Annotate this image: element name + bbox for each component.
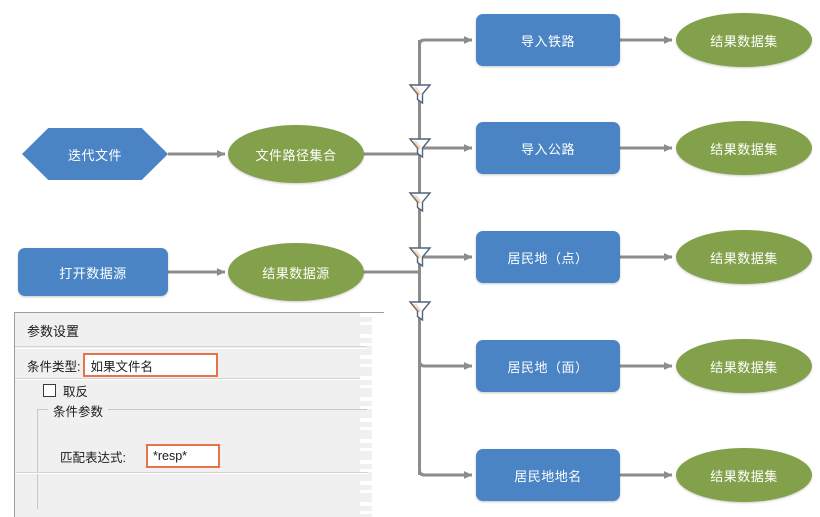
row-divider-light [15, 379, 367, 380]
node-result-dataset[interactable]: 结果数据集 [676, 13, 812, 67]
node-label: 居民地地名 [514, 468, 582, 484]
node-label: 结果数据集 [710, 468, 778, 484]
node-label: 文件路径集合 [255, 147, 337, 163]
panel-title: 参数设置 [27, 324, 80, 339]
node-open-datasource[interactable]: 打开数据源 [18, 248, 168, 296]
node-label: 结果数据集 [710, 141, 778, 157]
node-result-dataset[interactable]: 结果数据集 [676, 230, 812, 284]
node-result-dataset[interactable]: 结果数据集 [676, 121, 812, 175]
funnel-icon[interactable] [407, 299, 433, 323]
funnel-icon[interactable] [407, 82, 433, 106]
node-label: 结果数据集 [710, 250, 778, 266]
match-expression-input[interactable]: *resp* [145, 444, 220, 468]
funnel-icon[interactable] [407, 245, 433, 269]
node-residential-area[interactable]: 居民地（面） [476, 340, 620, 392]
row-divider-light [16, 473, 368, 474]
parameter-settings-panel: 参数设置 条件类型: 如果文件名 取反 条件参数 匹配表达式: *resp* [14, 312, 384, 517]
match-expression-label: 匹配表达式: [60, 450, 126, 465]
node-residential-point[interactable]: 居民地（点） [476, 231, 620, 283]
node-import-highway[interactable]: 导入公路 [476, 122, 620, 174]
node-label: 导入公路 [520, 141, 575, 157]
node-label: 结果数据源 [262, 265, 330, 281]
node-import-railway[interactable]: 导入铁路 [476, 14, 620, 66]
funnel-icon[interactable] [407, 136, 433, 160]
condition-type-input[interactable]: 如果文件名 [83, 353, 219, 377]
node-label: 迭代文件 [67, 147, 122, 163]
node-residential-name[interactable]: 居民地地名 [476, 449, 620, 501]
node-label: 居民地（面） [507, 359, 589, 375]
group-legend: 条件参数 [48, 401, 109, 420]
match-expression-row: 匹配表达式: *resp* [60, 444, 220, 468]
node-label: 居民地（点） [507, 250, 589, 266]
checkbox-icon[interactable] [43, 384, 56, 397]
node-iterate-files[interactable]: 迭代文件 [22, 128, 168, 180]
node-result-dataset[interactable]: 结果数据集 [676, 339, 812, 393]
funnel-icon[interactable] [407, 190, 433, 214]
row-divider [16, 472, 368, 473]
condition-parameters-group: 条件参数 匹配表达式: *resp* [16, 401, 368, 509]
row-divider [15, 378, 367, 379]
node-result-dataset[interactable]: 结果数据集 [676, 448, 812, 502]
match-expression-value: *resp* [152, 449, 188, 463]
node-label: 结果数据集 [710, 33, 778, 49]
negate-label: 取反 [63, 385, 89, 399]
panel-divider-light [15, 348, 367, 349]
node-label: 打开数据源 [59, 265, 127, 281]
condition-type-label: 条件类型: [27, 359, 81, 374]
node-label: 导入铁路 [520, 33, 575, 49]
node-file-path-set[interactable]: 文件路径集合 [228, 125, 364, 183]
negate-checkbox-row[interactable]: 取反 [43, 381, 88, 400]
panel-cropped-edge [372, 313, 384, 517]
condition-type-value: 如果文件名 [90, 359, 153, 374]
node-result-datasource[interactable]: 结果数据源 [228, 243, 364, 301]
node-label: 结果数据集 [710, 359, 778, 375]
panel-divider [15, 346, 367, 347]
condition-type-row: 条件类型: 如果文件名 [27, 353, 219, 377]
